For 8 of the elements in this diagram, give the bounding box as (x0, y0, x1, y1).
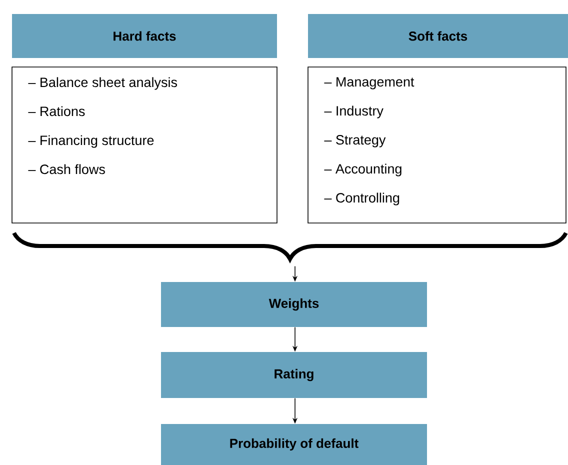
list-box: – Balance sheet analysis – Rations – Financing structure – Cash flows (12, 66, 278, 224)
process-box: Rating (161, 352, 427, 398)
header-box: Soft facts (308, 14, 568, 58)
header-box: Hard facts (12, 14, 277, 58)
process-box: Probability of default (161, 424, 427, 465)
brace (12, 232, 568, 261)
process-box: Weights (161, 282, 427, 327)
list-box: – Management – Industry – Strategy – Accounting – Controlling (308, 66, 566, 224)
